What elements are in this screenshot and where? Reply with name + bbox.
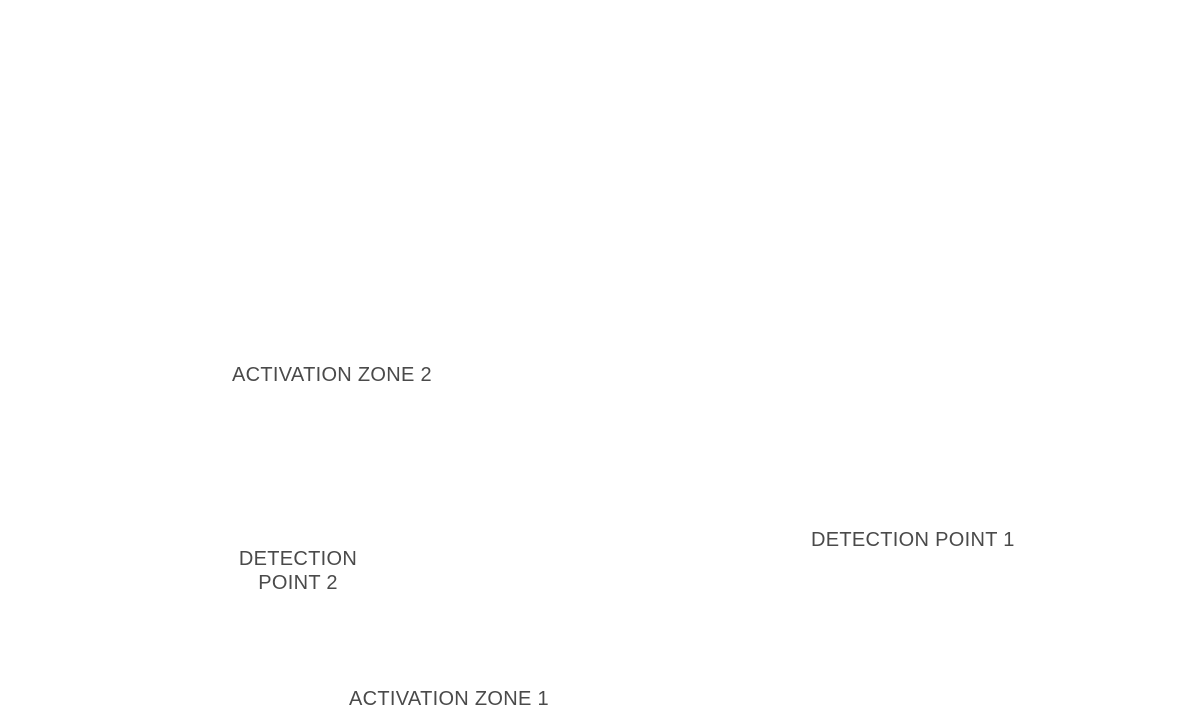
detection-point-2-label-line2: POINT 2 bbox=[258, 572, 338, 594]
activation-zone-1-label: ACTIVATION ZONE 1 bbox=[349, 688, 549, 710]
activation-zone-2-label: ACTIVATION ZONE 2 bbox=[232, 364, 432, 386]
detection-point-2-label: DETECTION POINT 2 bbox=[238, 547, 358, 595]
detection-point-2-label-line1: DETECTION bbox=[238, 548, 358, 570]
detection-point-1-label: DETECTION POINT 1 bbox=[811, 529, 1015, 551]
